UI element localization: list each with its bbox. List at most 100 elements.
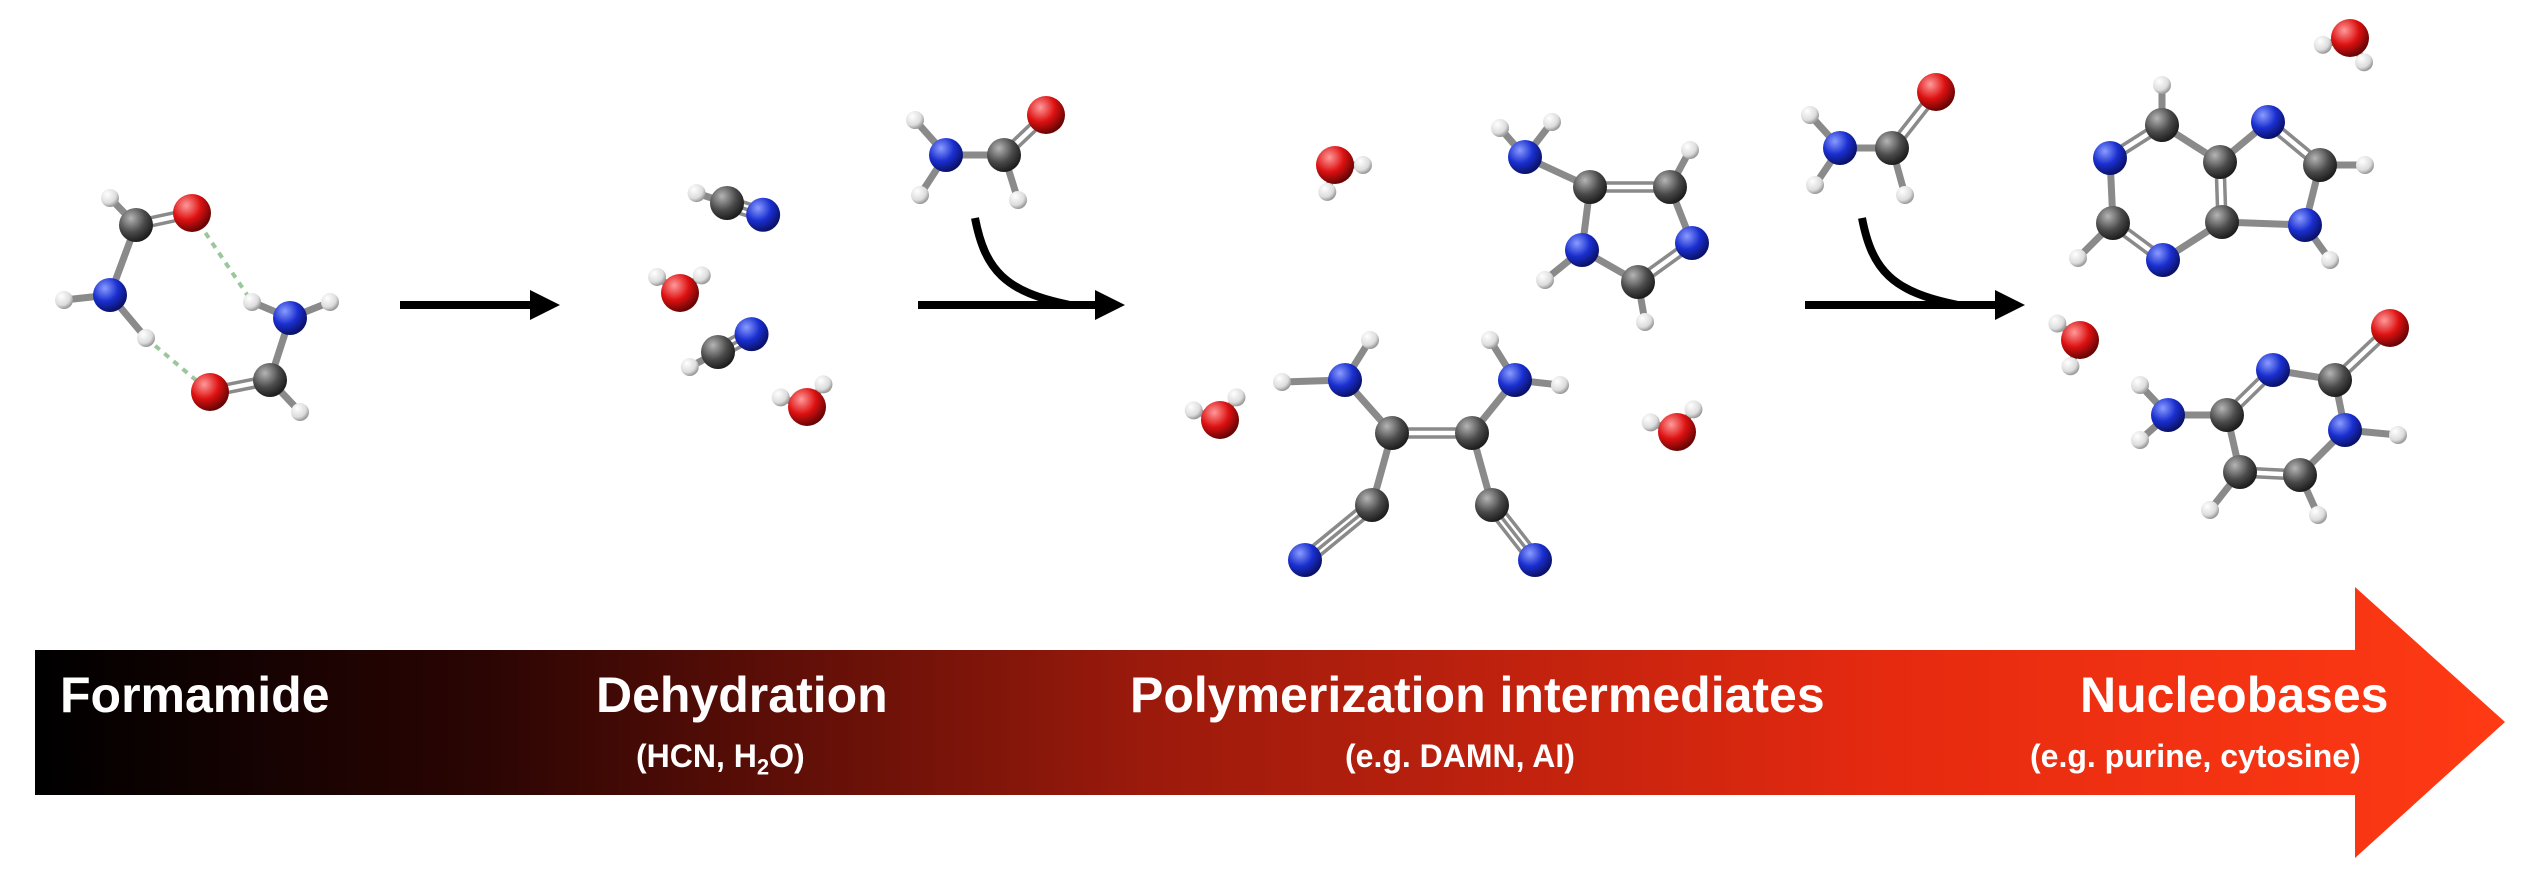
oxygen-atom [1201,401,1239,439]
water-molecule-2 [771,375,833,426]
hydrogen-atom [2069,249,2087,267]
hydrogen-atom [1009,191,1027,209]
nitrogen-atom [1498,363,1532,397]
reaction-arrow-3 [1805,217,2025,320]
carbon-atom [1475,488,1509,522]
carbon-atom [1355,488,1389,522]
hydrogen-atom [2356,156,2374,174]
carbon-atom [2318,363,2352,397]
hydrogen-atom [680,358,699,377]
nitrogen-atom [2256,353,2290,387]
hydrogen-atom [1801,106,1819,124]
nitrogen-atom [2093,141,2127,175]
nitrogen-atom [1508,140,1542,174]
oxygen-atom [1316,146,1354,184]
hydrogen-atom [1318,182,1337,201]
hydrogen-atom [55,291,73,309]
hydrogen-atom [814,375,833,394]
nitrogen-atom [2151,398,2185,432]
hydrogen-atom [1543,113,1561,131]
nitrogen-atom [2146,243,2180,277]
oxygen-atom [788,388,826,426]
nitrogen-atom [273,301,307,335]
hydrogen-atom [1184,401,1203,420]
formamide-reagent-2 [1801,73,1955,204]
nitrogen-atom [93,278,127,312]
aminoimidazole-molecule [1491,113,1709,331]
carbon-atom [1375,416,1409,450]
hydrogen-atom [1896,186,1914,204]
hcn-molecule-2 [680,317,769,377]
hydrogen-atom [911,186,929,204]
hydrogen-atom [1227,388,1246,407]
reaction-arrow-1 [400,290,560,320]
hydrogen-atom [1684,400,1703,419]
oxygen-atom [2331,19,2369,57]
carbon-atom [253,363,287,397]
carbon-atom [2303,148,2337,182]
hydrogen-atom [2131,376,2149,394]
hydrogen-atom [243,293,261,311]
hydrogen-atom [1806,176,1824,194]
hydrogen-atom [321,293,339,311]
hydrogen-atom [291,403,309,421]
hydrogen-atom [2355,53,2373,72]
hydrogen-atom [1273,373,1291,391]
oxygen-atom [173,194,211,232]
carbon-atom [1621,265,1655,299]
hydrogen-atom [1491,119,1509,137]
hydrogen-atom [2153,76,2171,94]
nitrogen-atom [1518,543,1552,577]
hydrogen-atom [1481,331,1499,349]
nitrogen-atom [734,317,769,352]
water-molecule-1 [648,266,711,312]
hydrogen-atom [1354,156,1372,174]
nitrogen-atom [1288,543,1322,577]
carbon-atom [701,335,735,369]
carbon-atom [2203,145,2237,179]
hcn-molecule-1 [687,184,781,232]
stage-sub-polymerization: (e.g. DAMN, AI) [1345,738,1575,774]
hydrogen-atom [1641,413,1660,432]
carbon-atom [710,186,744,220]
hydrogen-atom [2309,506,2327,524]
hydrogen-atom [692,266,711,285]
carbon-atom [2096,206,2130,240]
carbon-atom [2210,398,2244,432]
hydrogen-atom [1636,313,1654,331]
hydrogen-atom [137,329,155,347]
progress-arrow-bar [35,587,2505,858]
purine-molecule [2069,76,2374,277]
stage-sub-dehydration: (HCN, H2O) [636,738,805,780]
formamide-dimer [55,189,339,421]
oxygen-atom [2061,321,2099,359]
stage-label-formamide: Formamide [60,667,330,723]
hydrogen-bond [144,336,212,394]
stage-label-nucleobases: Nucleobases [2080,667,2389,723]
hydrogen-atom [2048,314,2067,333]
hydrogen-atom [1551,376,1569,394]
damn-molecule [1273,331,1569,577]
formamide-reagent-1 [906,96,1065,209]
oxygen-atom [1658,413,1696,451]
nitrogen-atom [1823,131,1857,165]
carbon-atom [2223,455,2257,489]
nitrogen-atom [2251,105,2285,139]
carbon-atom [1455,416,1489,450]
hydrogen-atom [2061,357,2080,376]
carbon-atom [1653,170,1687,204]
stage-label-polymerization: Polymerization intermediates [1130,667,1825,723]
hydrogen-atom [906,111,924,129]
carbon-atom [1875,131,1909,165]
oxygen-atom [191,373,229,411]
stage-label-dehydration: Dehydration [596,667,888,723]
oxygen-atom [661,274,699,312]
carbon-atom [2283,458,2317,492]
water-molecule-3 [1316,146,1372,201]
oxygen-atom [2371,309,2409,347]
nitrogen-atom [2288,208,2322,242]
carbon-atom [987,138,1021,172]
hydrogen-atom [101,189,119,207]
oxygen-atom [1917,73,1955,111]
